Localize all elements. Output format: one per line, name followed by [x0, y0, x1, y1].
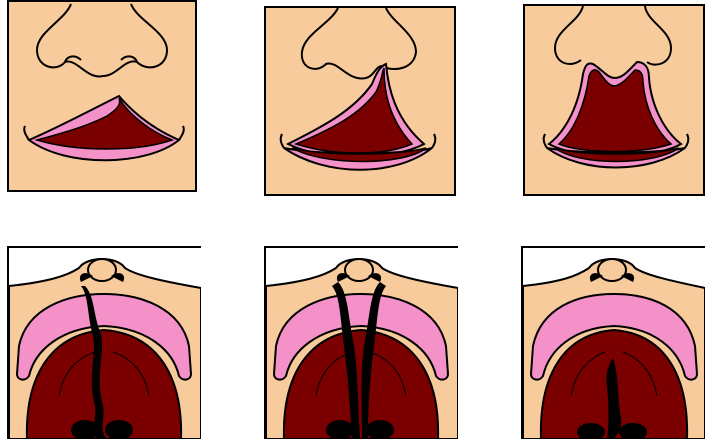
- panel-complete-cleft-lip: [264, 6, 456, 196]
- cleft-soft-palate-icon: [521, 246, 705, 439]
- panel-bilateral-cleft-lip: [523, 4, 705, 196]
- incomplete-unilateral-cleft-lip-icon: [7, 0, 197, 192]
- panel-incomplete-cleft-lip: [7, 0, 197, 192]
- panel-cleft-soft-palate: [521, 246, 705, 439]
- bilateral-cleft-lip-icon: [523, 4, 705, 196]
- unilateral-cleft-palate-icon: [7, 246, 201, 439]
- panel-bilateral-cleft-palate: [264, 246, 458, 439]
- bilateral-cleft-palate-icon: [264, 246, 458, 439]
- complete-unilateral-cleft-lip-icon: [264, 6, 456, 196]
- panel-unilateral-cleft-palate: [7, 246, 201, 439]
